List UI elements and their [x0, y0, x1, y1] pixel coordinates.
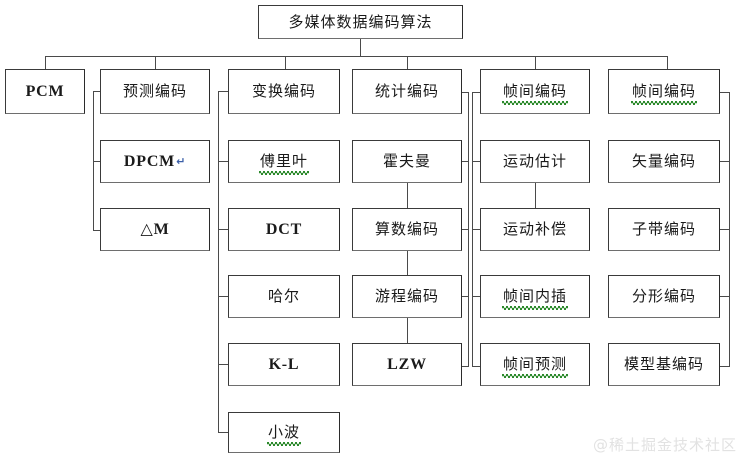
edge-bus-drop-5 — [535, 56, 536, 69]
node-statistical-coding-label: 统计编码 — [374, 82, 439, 100]
node-dct[interactable]: DCT — [228, 208, 340, 251]
node-vector-coding-label: 矢量编码 — [631, 152, 696, 170]
node-kl-label: K-L — [268, 355, 300, 373]
edge-bracket-col3 — [218, 91, 219, 433]
edge-bracket-col5-stub-4 — [472, 366, 481, 367]
node-frame-prediction[interactable]: 帧间预测 — [480, 343, 590, 386]
edge-bracket-col4-stub-1 — [461, 161, 469, 162]
node-lzw[interactable]: LZW — [352, 343, 462, 386]
node-fourier[interactable]: 傅里叶 — [228, 140, 340, 183]
edge-top-bus — [45, 56, 667, 57]
edge-bracket-col3-stub-2 — [218, 229, 229, 230]
node-dpcm[interactable]: DPCM↵ — [100, 140, 210, 183]
node-lzw-label: LZW — [387, 355, 427, 373]
node-huffman[interactable]: 霍夫曼 — [352, 140, 462, 183]
node-root[interactable]: 多媒体数据编码算法 — [258, 5, 463, 39]
node-wavelet[interactable]: 小波 — [228, 412, 340, 453]
node-transform-coding-label: 变换编码 — [251, 82, 316, 100]
node-subband-coding-label: 子带编码 — [631, 220, 696, 238]
node-arithmetic-coding[interactable]: 算数编码 — [352, 208, 462, 251]
node-frame-interpolation[interactable]: 帧间内插 — [480, 275, 590, 318]
edge-bracket-col5-stub-1 — [472, 161, 481, 162]
edge-col5-link-1 — [535, 183, 536, 208]
node-frame-interpolation-label: 帧间内插 — [501, 287, 569, 310]
node-wavelet-label: 小波 — [266, 423, 302, 446]
edge-bracket-col4-stub-head — [461, 92, 469, 93]
edge-bracket-col2-stub-2 — [93, 230, 101, 231]
node-frame-prediction-label: 帧间预测 — [501, 355, 569, 378]
edge-bracket-col3-stub-head — [218, 91, 229, 92]
node-interframe-coding[interactable]: 帧间编码 — [608, 69, 720, 114]
node-motion-compensation-label: 运动补偿 — [502, 220, 567, 238]
node-predictive-coding-label: 预测编码 — [122, 82, 187, 100]
edge-bus-drop-4 — [407, 56, 408, 69]
node-arithmetic-coding-label: 算数编码 — [374, 220, 439, 238]
node-transform-coding[interactable]: 变换编码 — [228, 69, 340, 114]
node-huffman-label: 霍夫曼 — [382, 152, 431, 170]
node-subband-coding[interactable]: 子带编码 — [608, 208, 720, 251]
edge-bracket-col3-stub-5 — [218, 432, 229, 433]
node-model-based-coding-label: 模型基编码 — [623, 355, 704, 373]
edge-bus-drop-1 — [45, 56, 46, 69]
node-intraframe-coding-label: 帧间编码 — [501, 82, 569, 105]
node-motion-estimation-label: 运动估计 — [502, 152, 567, 170]
edge-bus-drop-3 — [285, 56, 286, 69]
edge-bracket-col6-stub-2 — [719, 229, 730, 230]
edge-bracket-col3-stub-1 — [218, 161, 229, 162]
node-fractal-coding-label: 分形编码 — [631, 287, 696, 305]
edge-bracket-col3-stub-4 — [218, 364, 229, 365]
edge-col4-link-1 — [407, 183, 408, 208]
node-pcm-label: PCM — [25, 82, 65, 100]
node-interframe-coding-label: 帧间编码 — [630, 82, 698, 105]
node-root-label: 多媒体数据编码算法 — [288, 12, 433, 31]
edge-bracket-col3-stub-3 — [218, 296, 229, 297]
node-fourier-label: 傅里叶 — [258, 152, 310, 175]
node-run-length-coding[interactable]: 游程编码 — [352, 275, 462, 318]
node-delta-m-label: △M — [140, 220, 170, 238]
edge-bracket-col6-stub-3 — [719, 296, 730, 297]
node-run-length-coding-label: 游程编码 — [374, 287, 439, 305]
edge-bus-drop-6 — [667, 56, 668, 69]
node-model-based-coding[interactable]: 模型基编码 — [608, 343, 720, 386]
node-delta-m[interactable]: △M — [100, 208, 210, 251]
node-pcm[interactable]: PCM — [5, 69, 85, 114]
node-dct-label: DCT — [265, 220, 303, 238]
edge-bracket-col4-stub-4 — [461, 366, 469, 367]
edge-bracket-col6-stub-4 — [719, 366, 730, 367]
edge-bracket-col2-stub-head — [93, 91, 101, 92]
node-intraframe-coding[interactable]: 帧间编码 — [480, 69, 590, 114]
paragraph-mark-icon: ↵ — [176, 155, 187, 168]
edge-root-stem — [360, 39, 361, 56]
edge-col4-link-2 — [407, 251, 408, 275]
node-vector-coding[interactable]: 矢量编码 — [608, 140, 720, 183]
node-haar[interactable]: 哈尔 — [228, 275, 340, 318]
node-predictive-coding[interactable]: 预测编码 — [100, 69, 210, 114]
node-kl[interactable]: K-L — [228, 343, 340, 386]
edge-bracket-col2-stub-1 — [93, 161, 101, 162]
node-dpcm-label: DPCM — [123, 152, 176, 170]
edge-bracket-col6-stub-1 — [719, 161, 730, 162]
edge-bracket-col4-stub-2 — [461, 229, 469, 230]
edge-bracket-col5-stub-3 — [472, 296, 481, 297]
node-statistical-coding[interactable]: 统计编码 — [352, 69, 462, 114]
edge-bracket-col6-stub-head — [719, 92, 730, 93]
edge-col4-link-3 — [407, 318, 408, 343]
node-motion-estimation[interactable]: 运动估计 — [480, 140, 590, 183]
node-motion-compensation[interactable]: 运动补偿 — [480, 208, 590, 251]
edge-bus-drop-2 — [155, 56, 156, 69]
edge-bracket-col5-stub-head — [472, 92, 481, 93]
node-fractal-coding[interactable]: 分形编码 — [608, 275, 720, 318]
watermark: @稀土掘金技术社区 — [592, 436, 737, 454]
edge-bracket-col4-stub-3 — [461, 296, 469, 297]
node-haar-label: 哈尔 — [267, 287, 300, 305]
edge-bracket-col5-stub-2 — [472, 229, 481, 230]
